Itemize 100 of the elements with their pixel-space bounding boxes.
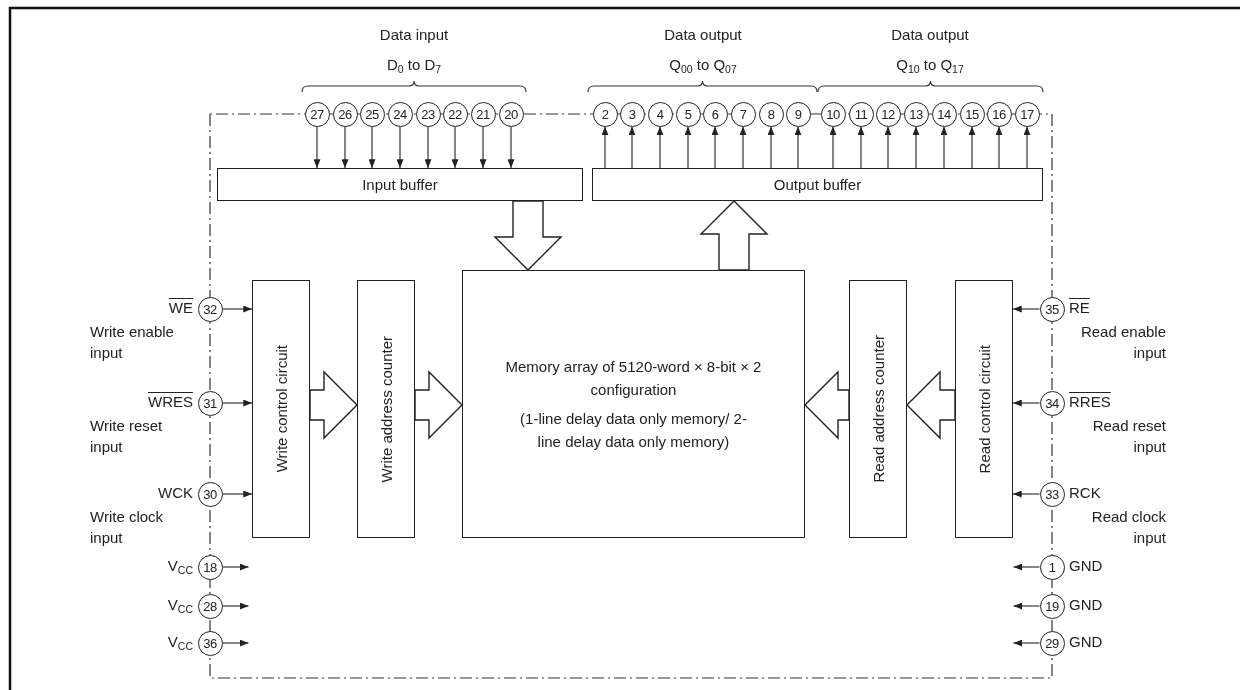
pin-circle: 24: [387, 101, 413, 127]
pin-circle: 28: [197, 593, 223, 619]
arrow: [1012, 639, 1041, 647]
pin-circle: 5: [675, 101, 701, 127]
pin-circle: 17: [1014, 101, 1040, 127]
pin-circle: 19: [1039, 593, 1065, 619]
arrow: [767, 125, 775, 169]
signal-description: Write clock input: [90, 507, 165, 548]
signal-name: RRES: [1069, 393, 1111, 410]
arrow: [857, 125, 865, 169]
arrow: [221, 639, 250, 647]
pin-circle: 29: [1039, 630, 1065, 656]
pin-circle: 36: [197, 630, 223, 656]
arrow: [912, 125, 920, 169]
block-label: Read address counter: [869, 335, 887, 483]
arrow: [396, 125, 404, 169]
block-label: Output buffer: [773, 176, 862, 193]
arrow: [884, 125, 892, 169]
arrow: [368, 125, 376, 169]
arrow: [424, 125, 432, 169]
signal-description: Read enable input: [1079, 322, 1166, 363]
bus-arrow: [906, 370, 956, 440]
arrow: [1012, 490, 1041, 498]
signal-name: WRES: [148, 393, 193, 410]
signal-name: V$_{CC}$: [167, 557, 193, 576]
arrow: [940, 125, 948, 169]
input-buffer-box: [217, 168, 583, 201]
pin-circle: 20: [498, 101, 524, 127]
pin-circle: 22: [442, 101, 468, 127]
address-counter-box: [357, 280, 415, 538]
arrow: [341, 125, 349, 169]
bus-label: D$_{0}$ to D$_{7}$: [386, 56, 442, 75]
arrow: [221, 563, 250, 571]
pin-circle: 30: [197, 481, 223, 507]
bus-arrow: [309, 370, 358, 440]
arrow: [628, 125, 636, 169]
arrow: [479, 125, 487, 169]
signal-description: Write enable input: [90, 322, 175, 363]
arrow: [1012, 399, 1041, 407]
arrow: [221, 399, 253, 407]
arrow: [221, 602, 250, 610]
arrow: [995, 125, 1003, 169]
control-circuit-box: [252, 280, 310, 538]
pin-circle: 13: [903, 101, 929, 127]
pin-circle: 6: [702, 101, 728, 127]
pin-circle: 1: [1039, 554, 1065, 580]
block-label: Write address counter: [377, 335, 395, 483]
signal-name: V$_{CC}$: [167, 633, 193, 652]
arrow: [221, 490, 253, 498]
signal-name: WE: [168, 299, 193, 316]
pin-circle: 23: [415, 101, 441, 127]
bus-arrow: [699, 200, 769, 271]
pin-circle: 31: [197, 390, 223, 416]
pin-circle: 32: [197, 296, 223, 322]
pin-circle: 4: [647, 101, 673, 127]
arrow: [1012, 305, 1041, 313]
block-label: Read control circuit: [975, 344, 993, 474]
output-buffer-box: [592, 168, 1043, 201]
arrow: [829, 125, 837, 169]
bus-label: Data output: [891, 26, 969, 43]
pin-circle: 27: [304, 101, 330, 127]
arrow: [451, 125, 459, 169]
block-label: Input buffer: [362, 176, 438, 193]
arrow: [794, 125, 802, 169]
pin-circle: 16: [986, 101, 1012, 127]
arrow: [656, 125, 664, 169]
arrow: [739, 125, 747, 169]
signal-description: Read clock input: [1090, 507, 1166, 548]
pin-circle: 3: [619, 101, 645, 127]
pin-circle: 18: [197, 554, 223, 580]
pin-circle: 25: [359, 101, 385, 127]
signal-name: V$_{CC}$: [167, 596, 193, 615]
pin-circle: 2: [592, 101, 618, 127]
pin-circle: 11: [848, 101, 874, 127]
pin-circle: 21: [470, 101, 496, 127]
pin-circle: 12: [875, 101, 901, 127]
signal-name: GND: [1069, 557, 1103, 574]
pin-circle: 10: [820, 101, 846, 127]
address-counter-box: [849, 280, 907, 538]
bus-label: Data input: [379, 26, 449, 43]
arrow: [221, 305, 253, 313]
arrow: [711, 125, 719, 169]
pin-circle: 7: [730, 101, 756, 127]
arrow: [968, 125, 976, 169]
bus-arrow: [493, 200, 563, 271]
signal-description: Read reset input: [1091, 416, 1166, 457]
control-circuit-box: [955, 280, 1013, 538]
block-label: Write control circuit: [272, 345, 290, 473]
arrow: [1023, 125, 1031, 169]
signal-name: RE: [1069, 299, 1090, 316]
signal-name: WCK: [158, 484, 193, 501]
bus-label: Q$_{00}$ to Q$_{07}$: [669, 56, 737, 75]
arrow: [684, 125, 692, 169]
bus-arrow: [804, 370, 850, 440]
signal-description: Write reset input: [90, 416, 164, 457]
pin-circle: 34: [1039, 390, 1065, 416]
signal-name: GND: [1069, 633, 1103, 650]
block-label: Memory array of 5120-word × 8-bit × 2 configuration: [504, 357, 763, 400]
memory-array-box: [462, 270, 805, 538]
signal-name: RCK: [1069, 484, 1101, 501]
